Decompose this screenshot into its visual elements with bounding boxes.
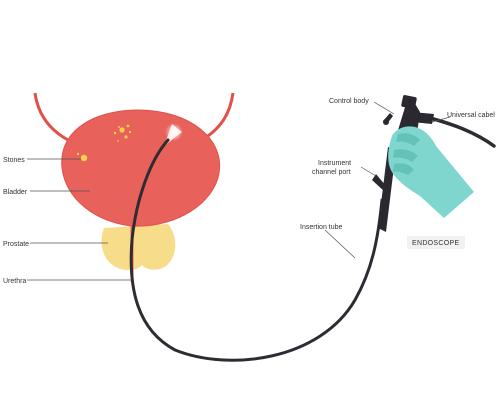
instrument-channel-label-line1: Instrument [318, 160, 351, 167]
urethra-label: Urethra [3, 278, 26, 285]
insertion-tube [129, 138, 384, 362]
insertion-tube-label: Insertion tube [300, 224, 343, 231]
left-ureter [33, 92, 69, 142]
right-ureter [204, 92, 235, 140]
universal-cable-leader [431, 116, 451, 123]
insertion-tube-leader [324, 229, 356, 259]
control-body-label: Control body [329, 98, 369, 105]
bladder-label: Bladder [3, 189, 28, 196]
stones-label: Stones [3, 157, 25, 164]
scope-light-glow [165, 123, 183, 141]
title-box [407, 236, 465, 249]
instrument-channel-label-line2: channel port [312, 169, 351, 176]
gloved-hand-icon [388, 126, 474, 218]
prostate [101, 224, 176, 271]
control-body-leader [373, 101, 395, 115]
prostate-label: Prostate [3, 241, 29, 248]
instrument-channel-leader [360, 166, 377, 177]
universal-cable-label: Universal cabel [447, 112, 495, 119]
bladder [61, 109, 221, 227]
universal-cable [428, 116, 496, 148]
stones [76, 124, 132, 162]
endoscope-title: ENDOSCOPE [412, 240, 459, 247]
